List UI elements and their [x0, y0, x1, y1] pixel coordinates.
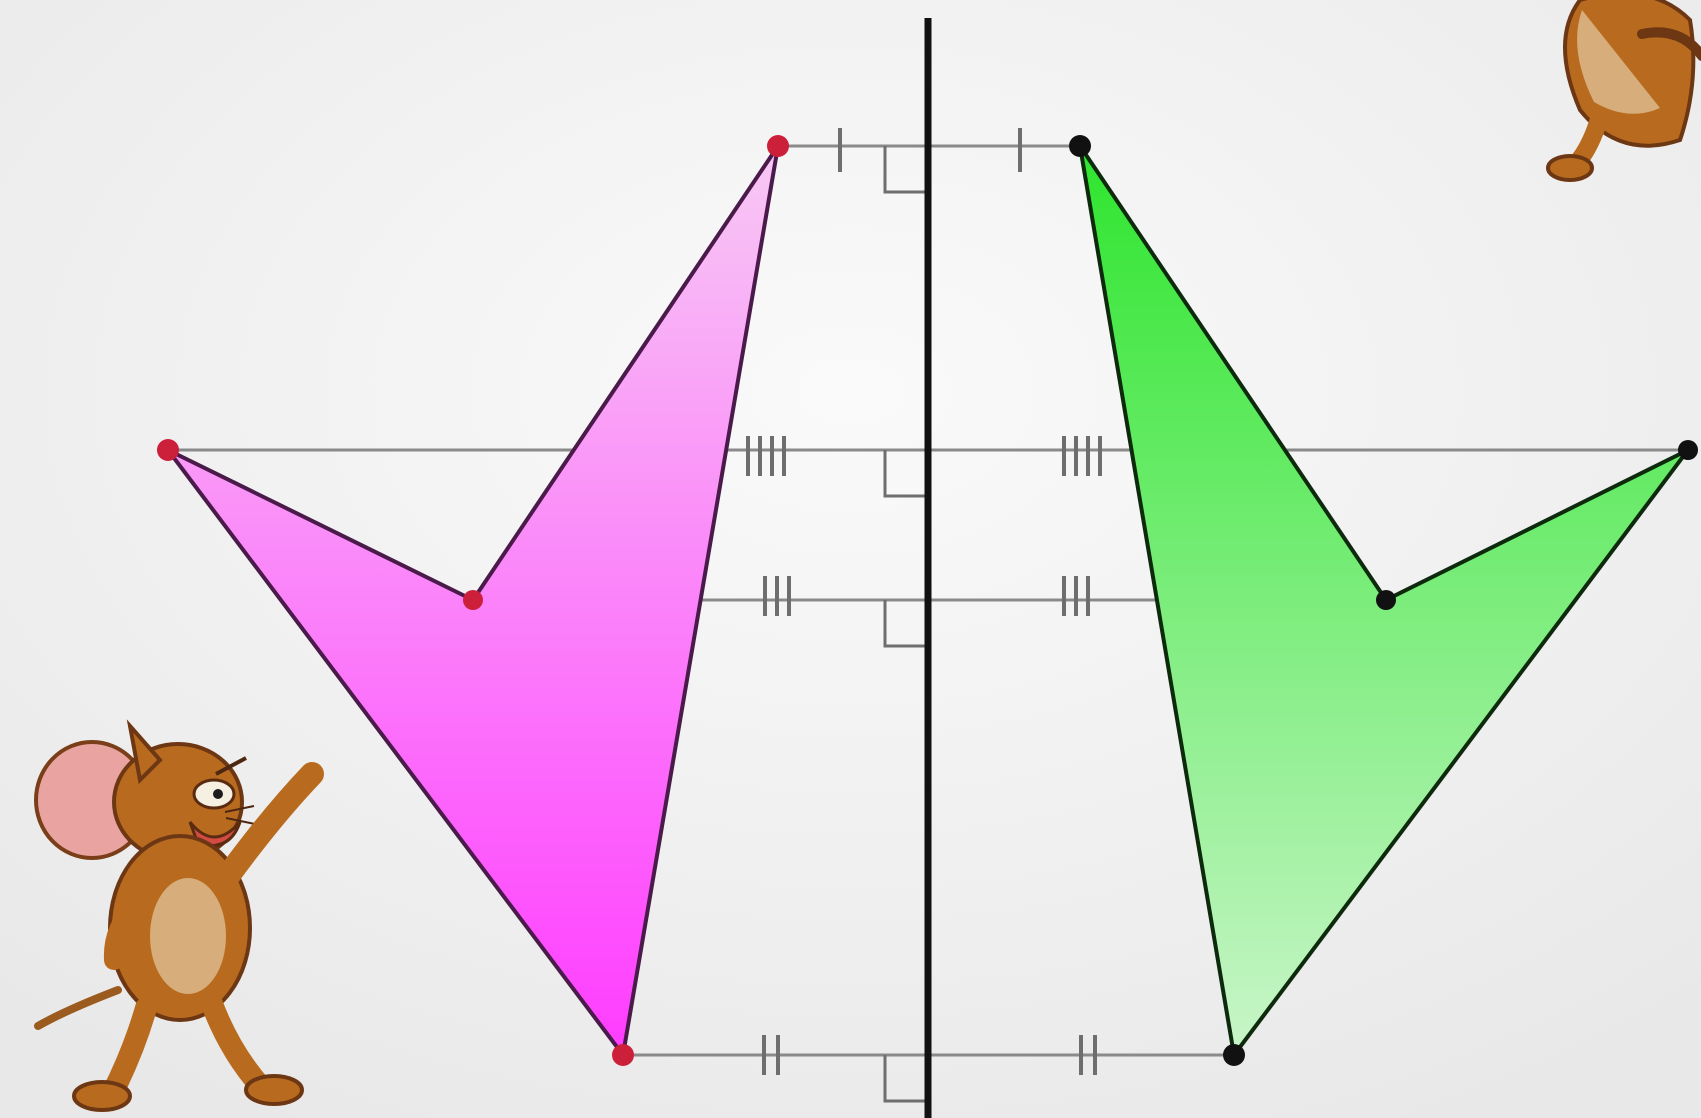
- mouse-left-arm: [103, 886, 155, 970]
- mouse-right-foot: [244, 1074, 304, 1106]
- tick-marks: [746, 128, 1102, 1075]
- right-angle-marks: [883, 146, 928, 1103]
- mouse-right-arm: [216, 762, 324, 888]
- ticks-bottom-left: [762, 1035, 780, 1075]
- mouse-top-right-arm: [1637, 27, 1701, 61]
- mouse-top-right-foot: [1546, 154, 1594, 182]
- mouse-pupil: [213, 789, 223, 799]
- mouse-top-right-belly: [1577, 10, 1660, 114]
- left-vertex-left-tip: [157, 439, 179, 461]
- ticks-upper-middle-left: [746, 436, 786, 476]
- right-vertex-bottom: [1223, 1044, 1245, 1066]
- right-vertex-inner-notch: [1376, 590, 1396, 610]
- left-vertex-inner-notch: [463, 590, 483, 610]
- ticks-upper-middle-right: [1062, 436, 1102, 476]
- ticks-bottom-right: [1079, 1035, 1097, 1075]
- mouse-character-top-right: [1546, 0, 1701, 182]
- right-angle-mark-bottom: [883, 1055, 928, 1103]
- right-vertices: [1069, 135, 1698, 1066]
- left-vertices: [157, 135, 789, 1066]
- mouse-whisker: [224, 805, 255, 813]
- mouse-left-foot: [72, 1080, 132, 1112]
- ticks-lower-middle-left: [763, 576, 791, 616]
- mouse-brow: [215, 756, 247, 776]
- ticks-lower-middle-right: [1062, 576, 1090, 616]
- mouse-tail: [34, 986, 122, 1030]
- mouse-hair-tuft: [126, 719, 163, 785]
- right-vertex-right-tip: [1678, 440, 1698, 460]
- mouse-character-left: [34, 719, 324, 1112]
- left-vertex-top: [767, 135, 789, 157]
- left-vertex-bottom: [612, 1044, 634, 1066]
- right-angle-mark-lower-middle: [883, 600, 928, 648]
- mouse-whisker: [225, 817, 256, 825]
- mouse-belly: [150, 878, 226, 994]
- right-vertex-top: [1069, 135, 1091, 157]
- right-angle-mark-upper-middle: [883, 450, 928, 498]
- right-angle-mark-top: [883, 146, 928, 194]
